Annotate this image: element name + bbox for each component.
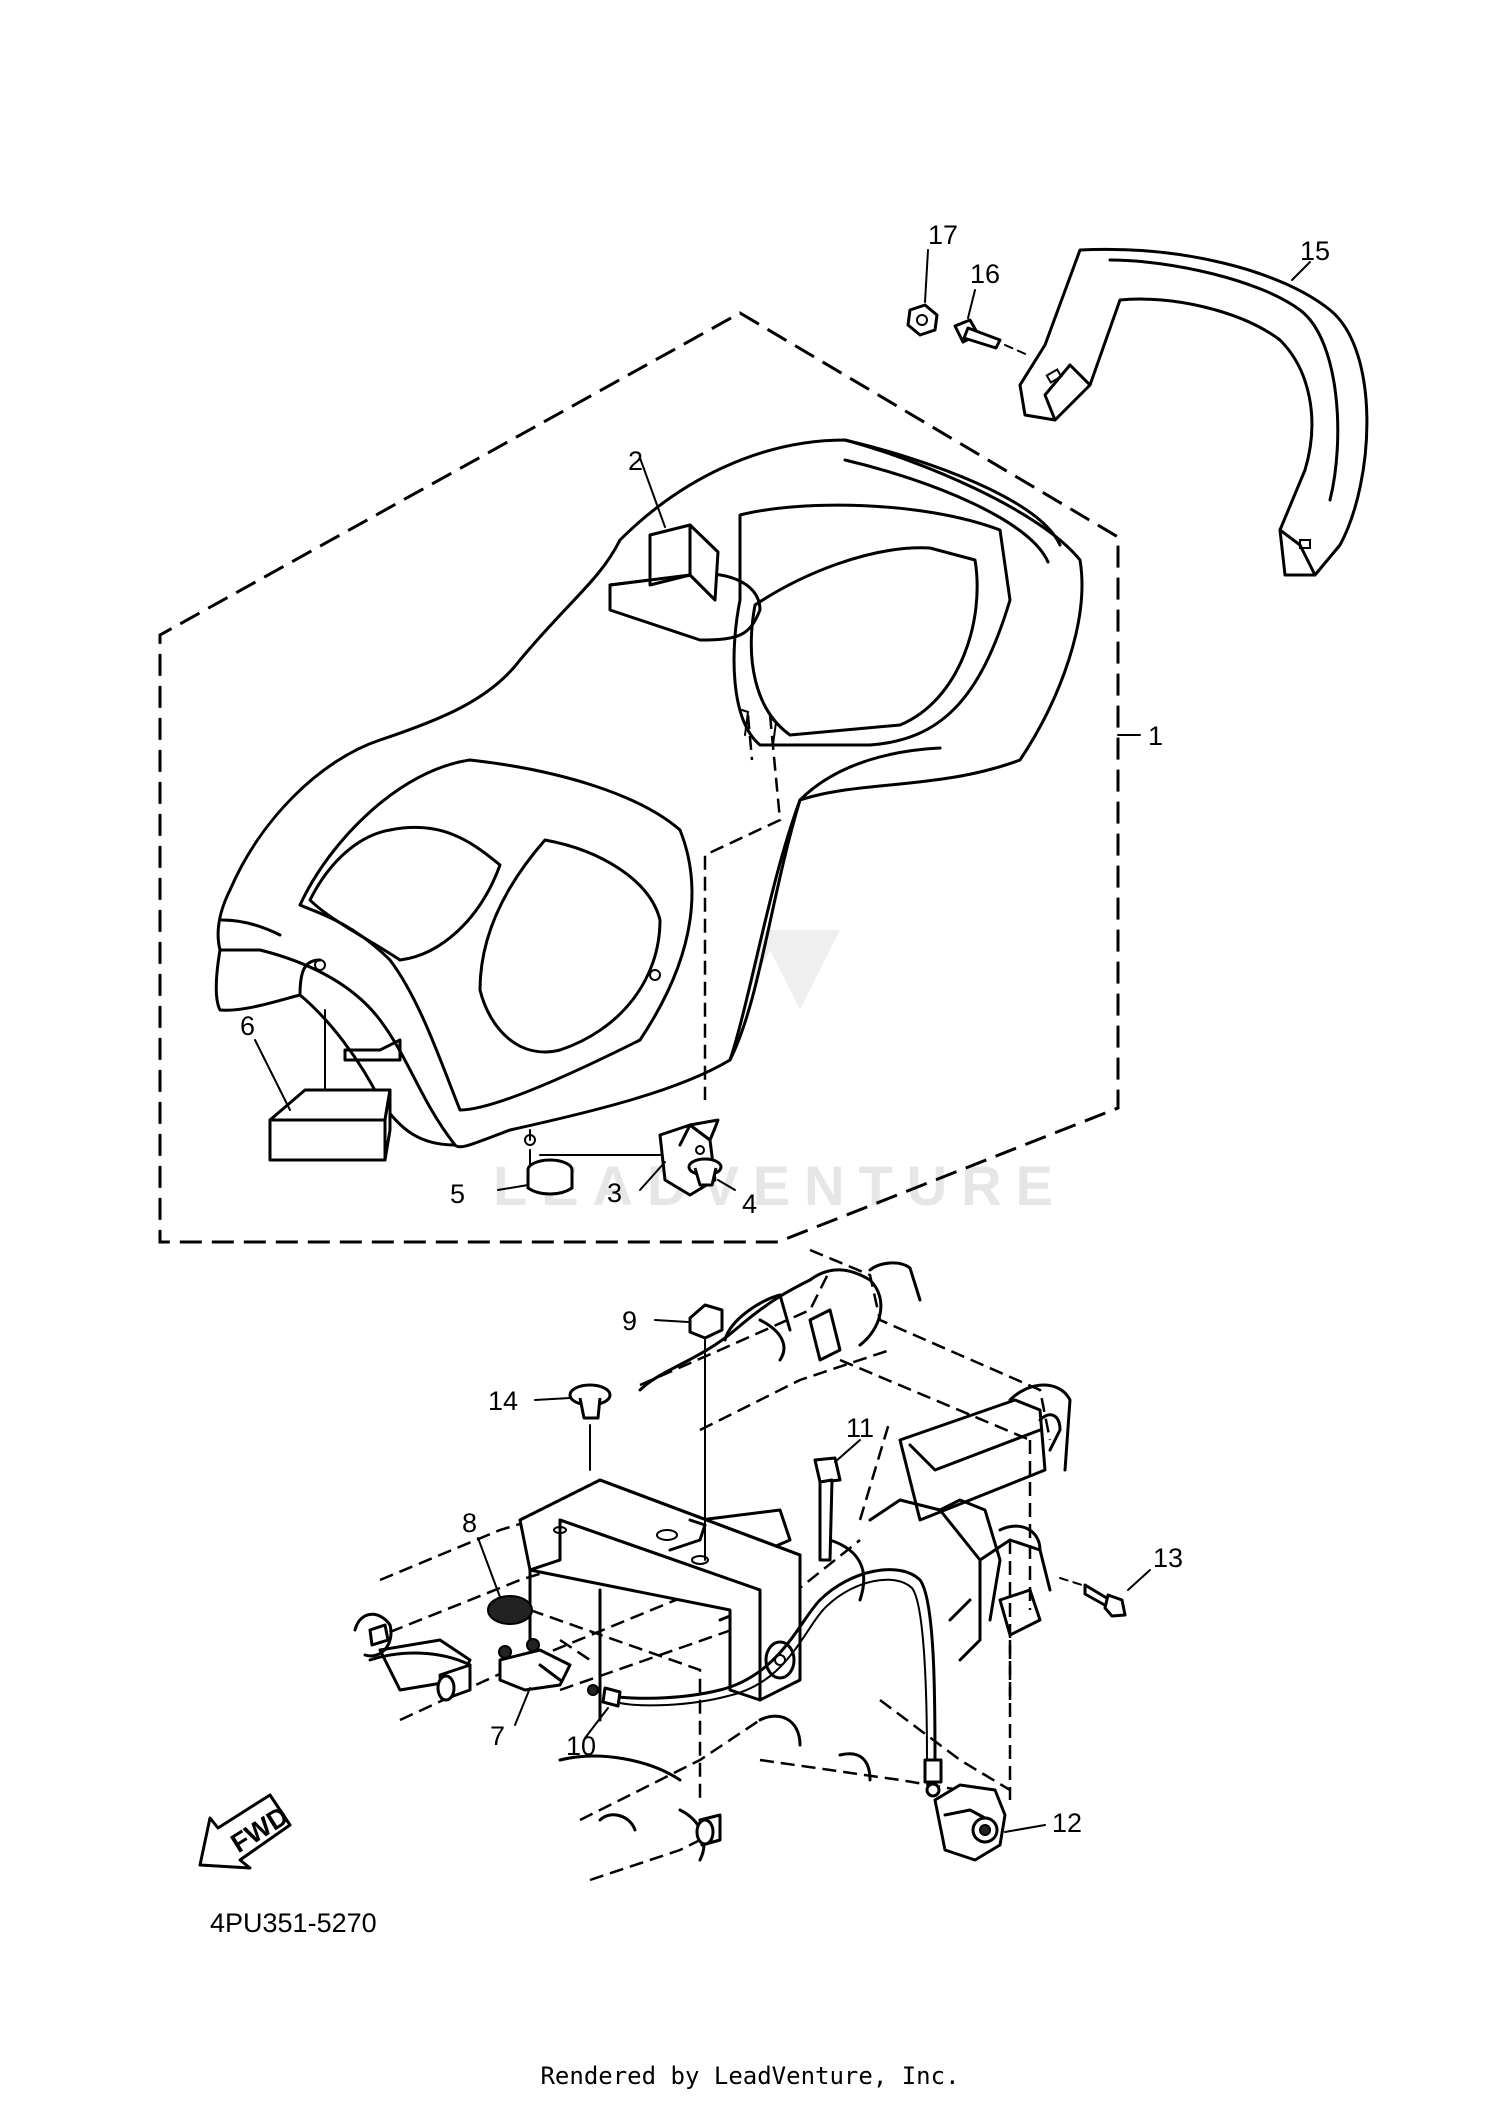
callout-5: 5 [450,1179,465,1209]
callout-1: 1 [1148,721,1163,751]
callout-7: 7 [490,1721,505,1751]
callout-labels: 1 2 3 4 5 6 7 8 9 10 11 12 13 14 15 16 1… [240,220,1330,1838]
part-17-nut [906,249,939,337]
part-9-nut [654,1303,724,1561]
callout-13: 13 [1153,1543,1183,1573]
callout-6: 6 [240,1011,255,1041]
part-7-lock-hook [498,1638,572,1726]
callout-2: 2 [628,446,643,476]
callout-9: 9 [622,1306,637,1336]
callout-3: 3 [607,1178,622,1208]
callout-14: 14 [488,1386,518,1416]
watermark-text: LEADVENTURE [493,1154,1067,1217]
render-credit: Rendered by LeadVenture, Inc. [540,2062,960,2090]
frame-pivot-bolts [368,1623,722,1847]
part-11-cable-tie [813,1439,861,1562]
callout-11: 11 [846,1413,874,1443]
part-5-damper [324,1009,661,1196]
part-10-cable [584,1568,943,1798]
callout-4: 4 [742,1189,757,1219]
callout-17: 17 [928,220,958,250]
callout-8: 8 [462,1508,477,1538]
watermark: LEADVENTURE [493,930,1067,1217]
part-4-grommet [687,1157,736,1191]
part-15-grab-bar [1018,247,1369,577]
part-6-rubber-block [254,1038,402,1162]
callout-10: 10 [566,1731,596,1761]
part-12-seat-lock [933,1640,1046,1862]
diagram-reference-code: 4PU351-5270 [210,1908,377,1938]
callout-16: 16 [970,259,1000,289]
seat-lock-bracket [518,1478,802,1800]
part-16-bolt [953,289,1031,357]
seat-assembly-outline [158,311,1120,1244]
part-13-bolt [1059,1569,1151,1618]
part-2-seat-hook [608,457,720,602]
part-8-rubber [477,1537,533,1625]
forward-arrow-icon: FWD [198,1793,294,1870]
part-14-grommet [534,1383,612,1471]
callout-12: 12 [1052,1808,1082,1838]
callout-15: 15 [1300,236,1330,266]
